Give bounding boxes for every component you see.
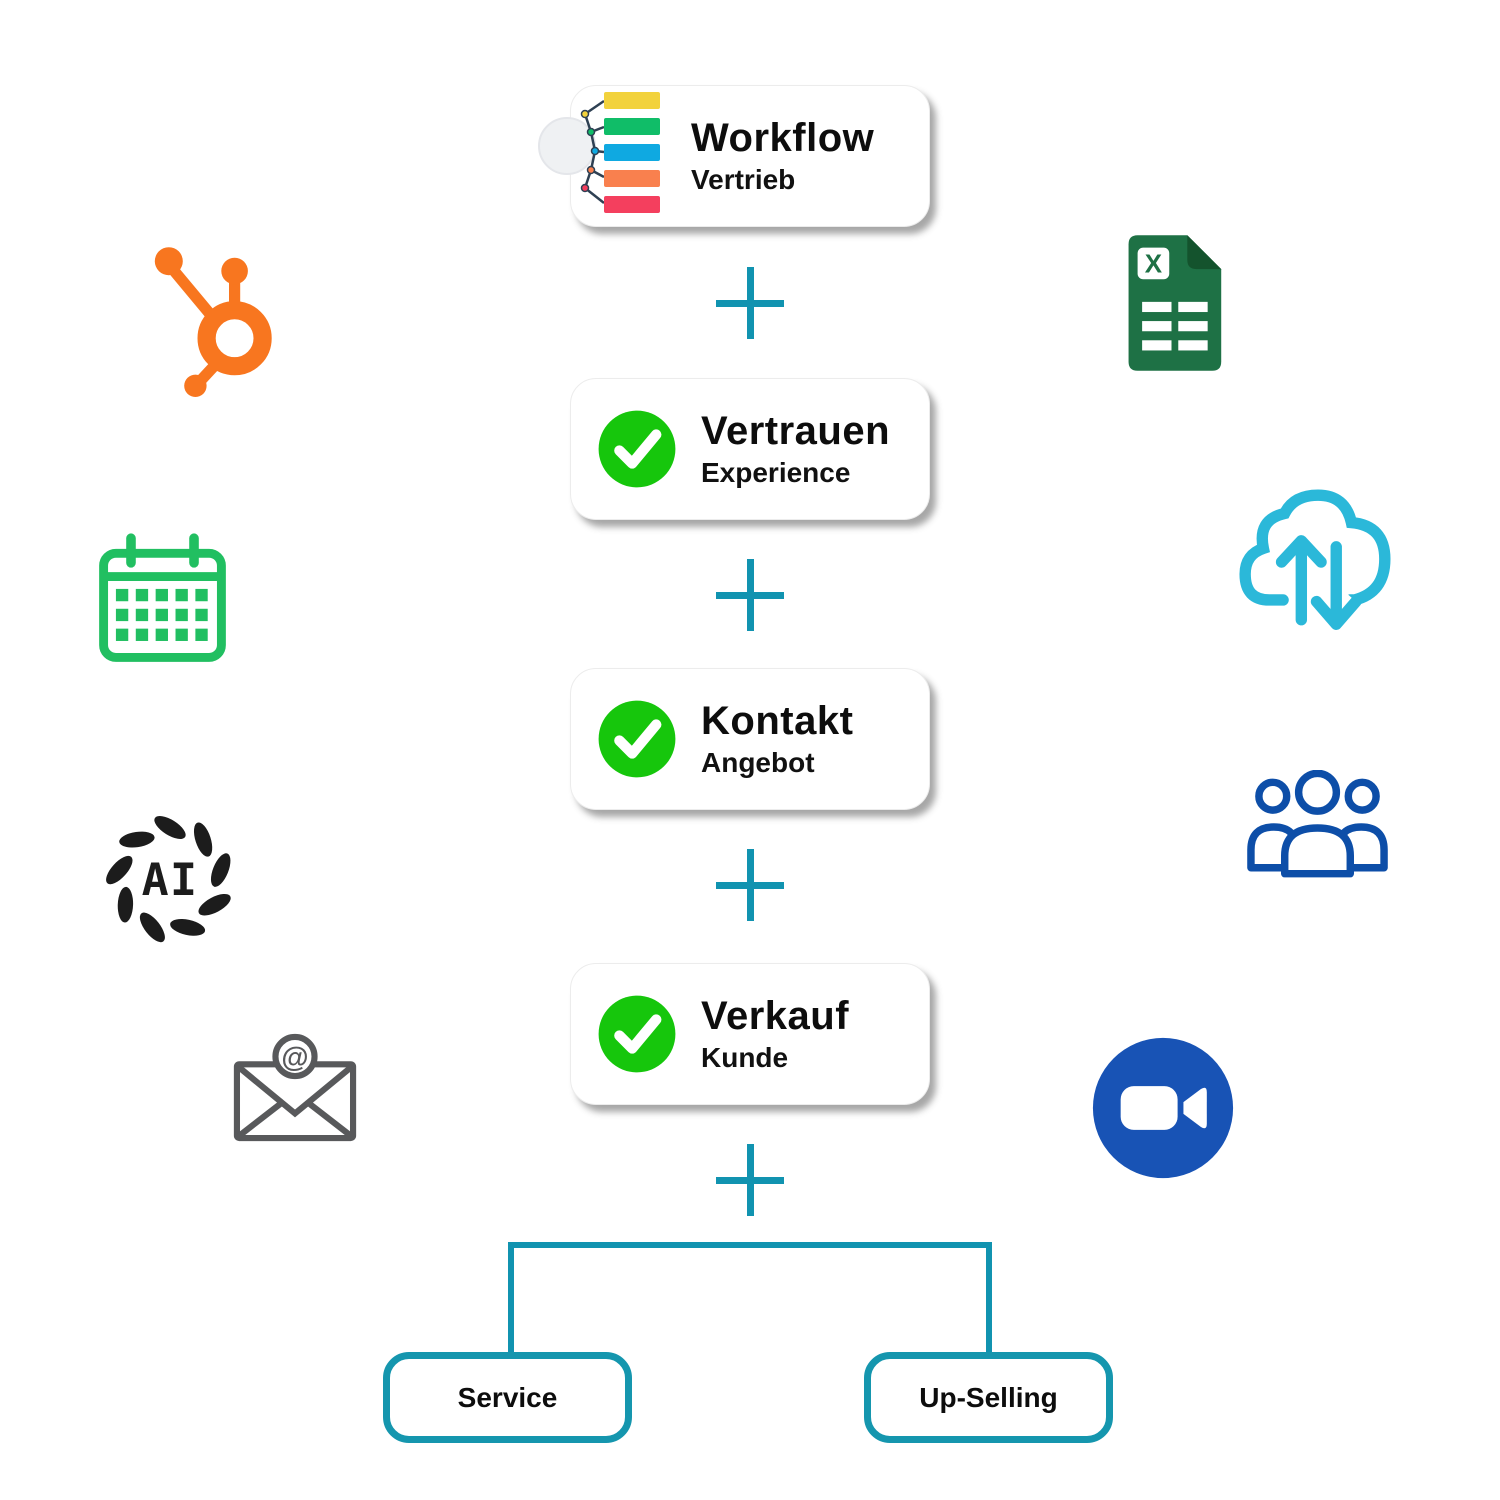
zoom-video-icon <box>1092 1037 1234 1179</box>
ai-icon: AI <box>106 816 231 943</box>
branch-connector-line-horizontal <box>508 1242 992 1248</box>
excel-x-glyph: X <box>1145 248 1163 278</box>
plus-connector <box>714 849 786 921</box>
card-subtitle: Vertrieb <box>691 164 796 196</box>
calendar-icon <box>99 533 226 662</box>
flow-card-vertrauen: Vertrauen Experience <box>570 378 930 520</box>
flow-card-workflow: Workflow Vertrieb <box>538 85 930 227</box>
card-title: Verkauf <box>701 994 850 1039</box>
ai-label: AI <box>142 853 199 906</box>
card-title: Kontakt <box>701 699 854 744</box>
branch-label: Service <box>457 1381 558 1413</box>
branch-connector-line-left <box>508 1242 514 1354</box>
branch-box-service: Service <box>383 1352 632 1443</box>
excel-file-icon: X <box>1128 235 1222 371</box>
card-subtitle: Experience <box>701 457 851 489</box>
hubspot-icon <box>154 247 272 397</box>
workflow-mindmap-icon <box>538 92 660 213</box>
check-icon <box>598 410 676 488</box>
branch-box-up-selling: Up-Selling <box>864 1352 1113 1443</box>
branch-connector-line-right <box>986 1242 992 1354</box>
check-icon <box>598 700 676 778</box>
card-subtitle: Angebot <box>701 747 815 779</box>
cloud-sync-icon <box>1239 489 1391 635</box>
branch-label: Up-Selling <box>919 1381 1058 1413</box>
flow-card-verkauf: Verkauf Kunde <box>570 963 930 1105</box>
card-subtitle: Kunde <box>701 1042 789 1074</box>
card-title: Workflow <box>691 116 875 161</box>
at-glyph: @ <box>281 1042 308 1073</box>
team-icon <box>1247 770 1388 878</box>
plus-connector <box>714 559 786 631</box>
email-at-icon: @ <box>233 1033 357 1142</box>
card-title: Vertrauen <box>701 409 891 454</box>
plus-connector <box>714 267 786 339</box>
plus-connector <box>714 1144 786 1216</box>
check-icon <box>598 995 676 1073</box>
flow-card-kontakt: Kontakt Angebot <box>570 668 930 810</box>
